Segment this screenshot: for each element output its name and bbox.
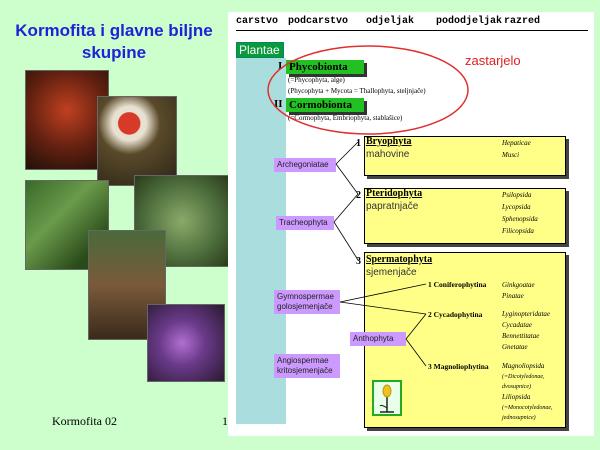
gymno-label-croatian: golosjemenjače (277, 302, 333, 311)
phycobionta-note-2: (Phycophyta + Mycota = Thallophyta, stel… (288, 87, 426, 95)
division-pteridophyta-name: Pteridophyta (366, 188, 423, 199)
class-hepaticae: Hepaticae (502, 139, 531, 147)
division-1-number: 1 (356, 138, 361, 149)
group-angiospermae: Angiospermae kritosjemenjače (274, 354, 340, 378)
header-razred: razred (504, 16, 541, 27)
cormobionta-note: (=Cormophyta, Embriophyta, stablašice) (288, 114, 403, 122)
class-cycadatae: Cycadatae (502, 321, 532, 329)
class-lycopsida: Lycopsida (502, 203, 531, 211)
header-pododjeljak: pododjeljak (436, 16, 503, 27)
class-filicopsida: Filicopsida (502, 227, 534, 235)
group-gymnospermae: Gymnospermae golosjemenjače (274, 290, 340, 314)
phycobionta-note-1: (=Phycophyta, alge) (288, 76, 345, 84)
angio-label-croatian: kritosjemenjače (277, 366, 333, 375)
subkingdom-phycobionta: Phycobionta (286, 60, 364, 74)
title-line-2: skupine (81, 43, 147, 62)
class-lyginopteridatae: Lyginopteridatae (502, 310, 551, 318)
division-bryophyta-name: Bryophyta (366, 136, 412, 147)
class-monocot-note-2: jednosupnice) (502, 415, 536, 421)
division-bryophyta-croatian: mahovine (366, 149, 410, 160)
class-pinatae: Pinatae (502, 292, 524, 300)
footer-page: 1 (222, 414, 228, 428)
classification-panel: carstvo podcarstvo odjeljak pododjeljak … (228, 12, 594, 436)
division-spermatophyta-name: Spermatophyta (366, 254, 433, 265)
division-pteridophyta-box (364, 188, 566, 244)
class-liliopsida: Liliopsida (502, 393, 531, 401)
class-dicot-note-1: (=Dicotyledonae, (502, 374, 545, 380)
gymno-label-latin: Gymnospermae (277, 292, 334, 301)
division-bryophyta-box (364, 136, 566, 176)
group-tracheophyta: Tracheophyta (276, 216, 334, 230)
flower-icon (372, 380, 402, 416)
division-pteridophyta-croatian: papratnjače (366, 201, 419, 212)
class-gnetatae: Gnetatae (502, 343, 528, 351)
kingdom-plantae: Plantae (236, 42, 284, 58)
subdivision-coniferophytina: 1 Coniferophytina (428, 280, 487, 289)
class-monocot-note-1: (=Monocotyledonae, (502, 405, 553, 411)
title-line-1: Kormofita i glavne biljne (15, 21, 213, 40)
division-3-number: 3 (356, 256, 361, 267)
division-2-number: 2 (356, 190, 361, 201)
photo-red-algae (25, 70, 109, 170)
subdivision-cycadophytina: 2 Cycadophytina (428, 310, 483, 319)
roman-II: II (274, 98, 283, 110)
header-divider (236, 30, 588, 31)
roman-I: I (278, 60, 283, 72)
group-archegoniatae: Archegoniatae (274, 158, 336, 172)
class-bennettitatae: Bennettitatae (502, 332, 540, 340)
header-odjeljak: odjeljak (366, 16, 415, 27)
class-musci: Musci (502, 151, 520, 159)
class-psilopsida: Psilopsida (502, 191, 532, 199)
class-magnoliopsida: Magnoliopsida (502, 362, 545, 370)
footer-left: Kormofita 02 (52, 414, 117, 428)
division-spermatophyta-croatian: sjemenjače (366, 267, 417, 278)
angio-label-latin: Angiospermae (277, 356, 329, 365)
header-podcarstvo: podcarstvo (288, 16, 349, 27)
photo-mushrooms (97, 96, 177, 186)
subkingdom-cormobionta: Cormobionta (286, 98, 364, 112)
photo-orchid (147, 304, 225, 382)
subdivision-magnoliophytina: 3 Magnoliophytina (428, 362, 489, 371)
class-sphenopsida: Sphenopsida (502, 215, 538, 223)
slide-title: Kormofita i glavne biljne skupine (0, 20, 228, 64)
group-anthophyta: Anthophyta (350, 332, 406, 346)
header-carstvo: carstvo (236, 16, 279, 27)
class-dicot-note-2: dvosupnice) (502, 384, 531, 390)
connector-lines (267, 45, 469, 367)
class-ginkgoatae: Ginkgoatae (502, 281, 535, 289)
obsolete-label: zastarjelo (465, 53, 521, 68)
